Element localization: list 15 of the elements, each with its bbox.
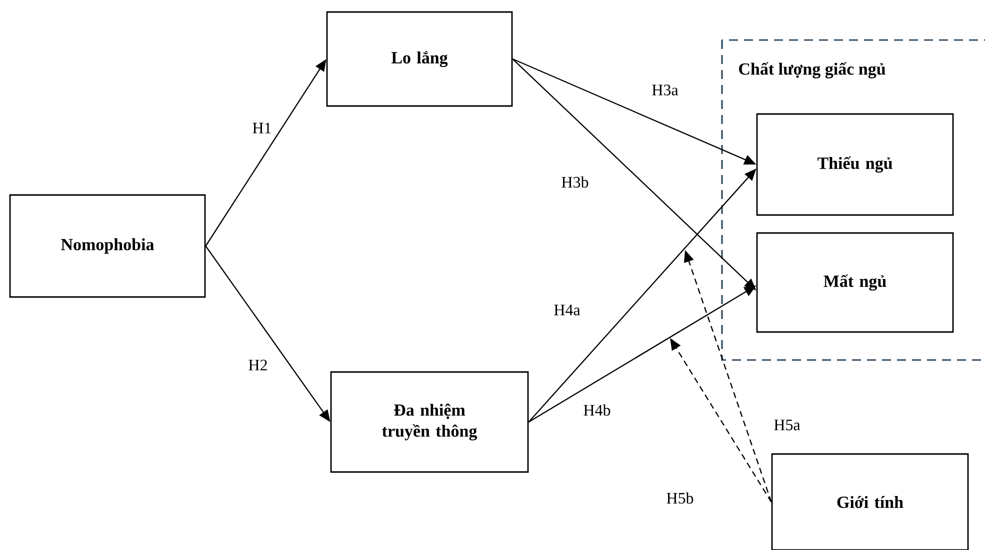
edge-label: H3b [560, 175, 590, 189]
edge-label: H1 [251, 122, 273, 134]
group-heading: Chất lượng giấc ngủ [739, 62, 886, 78]
concept-box: Đa nhiệm truyền thông [330, 371, 529, 473]
edge-label: H2 [247, 358, 269, 372]
concept-box: Giới tính [771, 453, 969, 550]
concept-box: Nomophobia [9, 194, 206, 298]
concept-box: Mất ngủ [756, 232, 954, 333]
edge-label: H4a [552, 304, 582, 316]
edge-label: H5b [665, 491, 695, 505]
edge-label: H3a [650, 84, 680, 96]
concept-box: Lo lắng [326, 11, 513, 107]
edge-label: H5a [772, 418, 802, 432]
concept-box: Thiếu ngủ [756, 113, 954, 216]
edge-label: H4b [582, 403, 612, 417]
